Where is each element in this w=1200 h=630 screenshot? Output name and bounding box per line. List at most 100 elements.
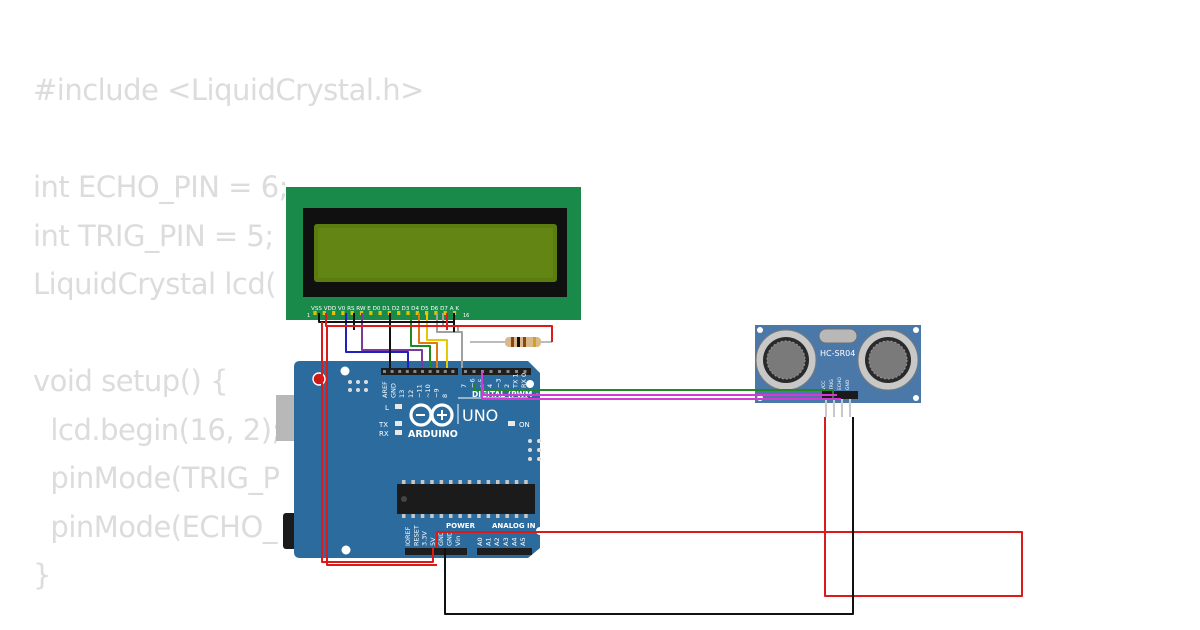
lcd-pin[interactable] — [313, 311, 317, 315]
lcd-pin[interactable] — [350, 311, 354, 315]
wire-echo-b — [482, 384, 837, 396]
resistor-band-2 — [517, 337, 520, 347]
lcd-pin[interactable] — [434, 311, 438, 315]
icsp-header-right — [528, 439, 541, 461]
mount-hole-bl — [341, 545, 351, 555]
digital-pin-label: AREF — [381, 381, 389, 398]
sensor-pin-vcc[interactable] — [825, 399, 827, 417]
chip-pin — [430, 514, 434, 518]
wire-sensor-vcc[interactable] — [436, 417, 1023, 597]
digital-header-left[interactable] — [381, 368, 458, 375]
digital-pin-label: 4 — [486, 384, 494, 388]
analog-pin-label: A3 — [502, 537, 510, 546]
chip-pin — [496, 480, 500, 484]
sensor-pin-label-trig: TRIG — [829, 379, 835, 391]
chip-pin — [486, 480, 491, 484]
chip-pin — [420, 480, 425, 484]
on-led — [508, 421, 515, 426]
chip-pin — [524, 480, 528, 484]
digital-pin-hole — [390, 370, 394, 373]
power-header[interactable] — [405, 548, 467, 555]
lcd-pin[interactable] — [397, 311, 401, 315]
sensor-pin-header[interactable] — [822, 391, 858, 399]
tx-led-label: TX — [378, 421, 388, 429]
reset-button[interactable] — [312, 372, 326, 386]
power-label: POWER — [446, 522, 476, 530]
code-line: pinMode(TRIG_P — [33, 461, 280, 495]
lcd-pin[interactable] — [341, 311, 345, 315]
digital-pin-hole — [421, 370, 424, 373]
power-pin-label: GND — [446, 531, 454, 546]
lcd-pin[interactable] — [322, 311, 326, 315]
wire-lcd-d5[interactable] — [418, 313, 438, 368]
code-line: lcd.begin(16, 2); — [33, 412, 281, 447]
chip-pin — [420, 514, 425, 518]
analog-header[interactable] — [477, 548, 532, 555]
wire-lcd-rs[interactable] — [345, 313, 409, 368]
code-line: pinMode(ECHO_ — [33, 509, 277, 544]
sensor-pin-echo[interactable] — [841, 399, 843, 417]
digital-pin-label: 7 — [460, 384, 468, 388]
microcontroller-chip — [397, 484, 535, 514]
digital-pin-label: 13 — [398, 390, 406, 398]
chip-pin — [505, 514, 509, 518]
digital-pin-hole — [451, 370, 455, 373]
power-pin-label: RESET — [412, 525, 420, 546]
power-pin-label: Vin — [454, 536, 462, 546]
hc-sr04-sensor[interactable]: HC-SR04 VCC TRIG ECHO GND — [755, 325, 921, 417]
digital-pin-hole — [428, 370, 432, 373]
digital-pin-hole — [498, 370, 501, 373]
sensor-pin-label-gnd: GND — [845, 379, 851, 390]
analog-label: ANALOG IN — [492, 522, 536, 530]
wire-lcd-vdd-resistor[interactable] — [325, 313, 553, 342]
digital-pin-label: 12 — [407, 390, 415, 398]
chip-pin — [402, 514, 406, 518]
lcd-pin[interactable] — [406, 311, 410, 315]
chip-pin — [430, 480, 434, 484]
receiver-icon — [857, 329, 919, 391]
analog-pin-label: A4 — [510, 537, 518, 546]
lcd-pin[interactable] — [443, 311, 447, 315]
wire-5v-lcd-inner[interactable] — [326, 326, 437, 566]
crystal-oscillator — [818, 328, 858, 344]
sensor-pin-gnd[interactable] — [849, 399, 851, 417]
chip-pins — [402, 480, 528, 518]
wire-5v-lcd-outer[interactable] — [321, 322, 434, 563]
resistor-band-3 — [523, 337, 526, 347]
sensor-model-label: HC-SR04 — [820, 349, 855, 358]
lcd-pin-number-last: 16 — [463, 313, 469, 319]
chip-pin — [477, 514, 481, 518]
resistor[interactable] — [470, 337, 552, 347]
transmitter-icon — [755, 329, 817, 391]
wire-echo[interactable] — [481, 372, 841, 400]
code-line: void setup() { — [33, 364, 228, 398]
lcd-pin[interactable] — [369, 311, 373, 315]
lcd-pin[interactable] — [378, 311, 382, 315]
resistor-band-1 — [511, 337, 514, 347]
chip-pin — [439, 480, 444, 484]
power-pin-label: GND — [437, 531, 445, 546]
icsp-header-top — [346, 378, 372, 394]
chip-pin — [402, 480, 406, 484]
sensor-mount-hole-tl — [757, 327, 763, 333]
chip-pin — [496, 514, 500, 518]
wire-lcd-e[interactable] — [361, 313, 423, 368]
power-pin-label: IOREF — [404, 526, 412, 546]
lcd-module[interactable]: VSS VDD V0 RS RW E D0 D1 D2 D3 D4 D5 D6 … — [286, 187, 581, 320]
digital-pin-label: RX 0 — [520, 373, 528, 388]
sensor-mount-hole-tr — [913, 327, 919, 333]
digital-header-right[interactable] — [462, 368, 531, 375]
digital-pin-hole — [523, 370, 527, 373]
lcd-pin[interactable] — [415, 311, 419, 315]
wire-sensor-gnd[interactable] — [444, 417, 854, 615]
digital-pin-hole — [472, 370, 476, 373]
chip-pin — [524, 514, 528, 518]
digital-pin-hole — [383, 370, 386, 373]
wire-lcd-d4[interactable] — [410, 313, 431, 368]
digital-pin-label: 8 — [441, 394, 449, 398]
lcd-pin[interactable] — [332, 311, 336, 315]
sensor-pin-trig[interactable] — [833, 399, 835, 417]
